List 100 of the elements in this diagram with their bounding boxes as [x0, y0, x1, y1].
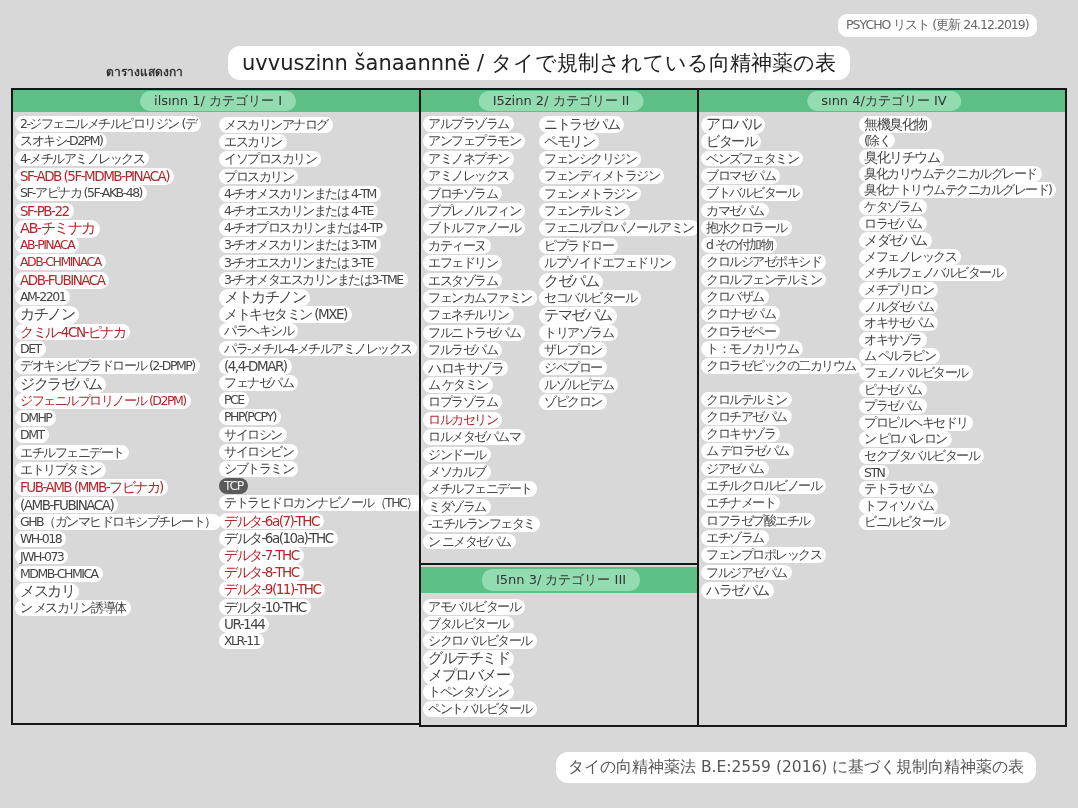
substance-name: 4-チオエスカリンまたは 4-TE: [219, 203, 378, 219]
substance-name: ジアゼパム: [701, 460, 769, 477]
substance-name: クロチアゼパム: [701, 408, 792, 425]
substance-name: ン メスカリン誘導体: [15, 600, 131, 617]
substance-name: カチノン: [15, 306, 79, 325]
substance-name: デルタ-10-THC: [219, 598, 311, 616]
substance-name: ビニルビタール: [859, 514, 950, 531]
substance-name: アミノレックス: [423, 168, 514, 184]
substance-name: 臭化ナトリウムテクニカルグレード): [859, 182, 1057, 199]
substance-name: ルゾルピデム: [539, 377, 618, 393]
substance-name: (除く: [859, 132, 896, 149]
substance-name: ミダゾラム: [423, 498, 491, 515]
substance-name: フェネチルリン: [423, 307, 514, 324]
substance-name: アモバルビタール: [423, 599, 525, 615]
substance-name: メダゼパム: [859, 232, 932, 250]
substance-name: DMHP: [15, 410, 57, 426]
substance-name: ザレプロン: [539, 342, 607, 358]
substance-name: ハラゼパム: [701, 581, 774, 599]
substance-name: ジペプロー: [539, 359, 607, 376]
substance-name: セクブタバルビタール: [859, 448, 984, 464]
substance-name: ロプラゾラム: [423, 394, 502, 411]
table-column: [11, 88, 421, 725]
substance-name: PCE: [219, 392, 249, 408]
category-label: ilsınn 1/ カテゴリー I: [140, 91, 296, 111]
substance-name: ロルカセリン: [423, 411, 502, 428]
substance-name: クロバザム: [701, 289, 769, 305]
substance-name: フルジアゼパム: [701, 564, 792, 581]
substance-name: ケタゾラム: [859, 199, 927, 215]
substance-name: ADB-CHMINACA: [15, 254, 106, 271]
substance-name: AM-2201: [15, 289, 71, 305]
substance-name: ノルダゼパム: [859, 298, 938, 315]
substance-name: フェンシクリジン: [539, 150, 641, 167]
caption: タイの向精神薬法 B.E:2559 (2016) に基づく規制向精神薬の表: [556, 752, 1037, 783]
substance-name: グルテチミド: [423, 650, 514, 668]
substance-name: プロピルヘキセドリ: [859, 414, 973, 431]
substance-name: トペンタゾシン: [423, 684, 514, 700]
substance-name: ロフラゼプ酸エチル: [701, 512, 815, 529]
substance-name: デオキシピプラドロール (2-DPMP): [15, 358, 200, 374]
substance-name: ハロキサゾラ: [423, 359, 508, 377]
substance-name: トフィソパム: [859, 497, 938, 514]
substance-name: ブロチゾラム: [423, 185, 502, 202]
substance-name: ム ペルラピン: [859, 348, 941, 365]
substance-name: ジフェニルプロリノール (D2PM): [15, 392, 191, 409]
substance-name: ルプソイドエフェドリン: [539, 255, 676, 271]
substance-name: ブプレノルフィン: [423, 203, 525, 219]
substance-name: サイロシビン: [219, 443, 298, 460]
substance-name: 4-チオプロスカリンまたは4-TP: [219, 220, 387, 236]
substance-name: シクロバルビタール: [423, 633, 537, 649]
substance-name: 3-チオエスカリンまたは 3-TE: [219, 254, 378, 271]
substance-name: TCP: [219, 478, 248, 494]
substance-name: スオキシ-D2PM): [15, 133, 108, 150]
substance-name: メチプリロン: [859, 282, 938, 298]
substance-name: シブトラミン: [219, 461, 298, 477]
heading-label: ตารางแสดงกา: [106, 64, 183, 81]
substance-name: オキサゾラ: [859, 331, 927, 348]
substance-name: UR-144: [219, 615, 270, 633]
substance-name: サイロシン: [219, 426, 287, 443]
substance-name: クロルジアゼポキシド: [701, 254, 826, 271]
substance-name: デルタ-6a(7)-THC: [219, 512, 324, 530]
substance-name: クロラゼピックの二カリウム: [701, 358, 861, 374]
substance-name: AB-PINACA: [15, 237, 80, 253]
substance-name: パラ-メチル-4-メチルアミノレックス: [219, 340, 417, 357]
substance-name: JWH-073: [15, 548, 69, 565]
substance-name: フェンプロポレックス: [701, 547, 826, 563]
substance-name: ゾピクロン: [539, 394, 607, 411]
substance-name: ジクラゼパム: [15, 375, 106, 394]
substance-name: クロルフェンテルミン: [701, 271, 826, 288]
substance-name: カマゼパム: [701, 202, 769, 219]
substance-name: -エチルランフェタミ: [423, 516, 540, 532]
substance-name: ジンドール: [423, 446, 491, 463]
substance-name: 4-メチルアミノレックス: [15, 150, 150, 167]
substance-name: ム ケタミン: [423, 377, 493, 393]
substance-name: フェニルプロパノールアミン: [539, 220, 699, 237]
substance-name: クミル-4CN-ピナカ: [15, 323, 131, 341]
substance-name: ロラゼパム: [859, 215, 927, 232]
substance-name: フルニトラゼパム: [423, 324, 525, 341]
substance-name: FUB-AMB (MMB-フビナカ): [15, 479, 168, 497]
substance-name: ブロマゼパム: [701, 167, 780, 184]
substance-name: 臭化カリウムテクニカルグレード: [859, 165, 1042, 182]
substance-name: SF-アピナカ (5F-AKB-48): [15, 185, 147, 201]
substance-name: エフェドリン: [423, 255, 502, 271]
substance-name: クロルテルミン: [701, 391, 792, 408]
substance-name: メソカルブ: [423, 464, 491, 480]
substance-name: トリアゾラム: [539, 324, 618, 341]
substance-name: デルタ-8-THC: [219, 564, 304, 582]
substance-name: メトキセタミン (MXE): [219, 306, 352, 324]
category-label: I5zinn 2/ カテゴリー II: [478, 91, 644, 111]
substance-name: メプロバメー: [423, 667, 514, 685]
substance-name: アミノネプチン: [423, 150, 514, 167]
substance-name: エトリプタミン: [15, 462, 106, 478]
substance-name: XLR-11: [219, 633, 265, 649]
substance-name: アロバル: [701, 116, 765, 134]
substance-name: ペントバルビタール: [423, 701, 537, 717]
substance-name: テトラヒドロカンナビノール（THC）: [219, 495, 423, 512]
substance-name: エチルクロルビノール: [701, 478, 826, 494]
substance-name: イソプロスカリン: [219, 151, 321, 168]
category-label: I5nn 3/ カテゴリー III: [481, 569, 641, 591]
substance-name: WH-018: [15, 531, 67, 547]
substance-name: GHB（ガンマヒドロキシブチレート）: [15, 513, 221, 530]
substance-name: 3-チオメタエスカリンまたは3-TME: [219, 271, 408, 288]
